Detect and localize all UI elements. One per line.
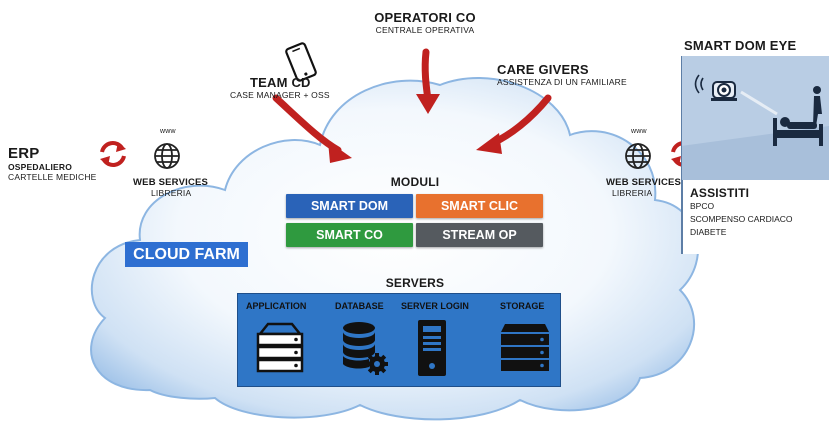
server-login-icon	[418, 320, 446, 376]
erp-title: ERP	[8, 145, 40, 162]
cloud-farm-label: CLOUD FARM	[125, 242, 248, 267]
web-services-right-sub: LIBRERIA	[612, 188, 653, 198]
care-group: CARE GIVERS ASSISTENZA DI UN FAMILIARE	[497, 62, 627, 87]
assistiti-item: SCOMPENSO CARDIACO	[690, 214, 793, 224]
care-subtitle: ASSISTENZA DI UN FAMILIARE	[497, 77, 627, 87]
globe-icon-left	[154, 143, 180, 169]
operatori-title: OPERATORI CO	[374, 10, 476, 25]
sync-icon-left	[100, 141, 126, 167]
operatori-group: OPERATORI CO CENTRALE OPERATIVA	[360, 10, 490, 35]
application-server-icon	[256, 322, 304, 373]
care-title: CARE GIVERS	[497, 62, 589, 77]
person-icon	[813, 86, 822, 126]
server-application-label: APPLICATION	[246, 301, 307, 311]
team-subtitle: CASE MANAGER + OSS	[230, 90, 330, 100]
moduli-title: MODULI	[390, 175, 440, 189]
server-login-label: SERVER LOGIN	[401, 301, 469, 311]
web-services-right: WEB SERVICES LIBRERIA	[606, 177, 681, 198]
assistiti-title: ASSISTITI	[690, 186, 750, 200]
erp-group: ERP OSPEDALIERO CARTELLE MEDICHE	[8, 145, 97, 182]
arrowhead-team	[328, 141, 352, 163]
erp-subtitle-1: OSPEDALIERO	[8, 162, 73, 172]
team-group: TEAM CD CASE MANAGER + OSS	[230, 75, 330, 100]
database-icon	[343, 322, 388, 375]
arrowhead-operatori	[416, 94, 440, 114]
erp-subtitle-2: CARTELLE MEDICHE	[8, 172, 97, 182]
operatori-subtitle: CENTRALE OPERATIVA	[375, 25, 475, 35]
web-services-left-title: WEB SERVICES	[133, 177, 209, 188]
module-smart-co: SMART CO	[286, 223, 413, 247]
eye-scene-image	[680, 56, 829, 180]
assistiti-item: BPCO	[690, 201, 715, 211]
arrowhead-care	[476, 133, 502, 154]
www-label-left: www	[160, 128, 176, 135]
camera-icon	[694, 74, 778, 116]
team-title: TEAM CD	[250, 75, 311, 90]
storage-icon	[501, 324, 549, 371]
servers-panel: APPLICATION DATABASE SERVER LOGIN STORAG…	[237, 293, 561, 387]
assistiti-group: ASSISTITI BPCO SCOMPENSO CARDIACO DIABET…	[690, 186, 793, 239]
server-database-label: DATABASE	[335, 301, 384, 311]
web-services-left: WEB SERVICES LIBRERIA	[133, 177, 208, 198]
module-smart-dom: SMART DOM	[286, 194, 413, 218]
www-label-right: www	[631, 128, 647, 135]
module-smart-clic: SMART CLIC	[416, 194, 543, 218]
eye-title: SMART DOM EYE	[684, 38, 797, 53]
patient-bed-icon	[773, 117, 823, 146]
module-stream-op: STREAM OP	[416, 223, 543, 247]
smartphone-icon	[285, 42, 317, 82]
servers-title: SERVERS	[385, 276, 445, 290]
globe-icon-right	[625, 143, 651, 169]
web-services-left-sub: LIBRERIA	[151, 188, 192, 198]
assistiti-item: DIABETE	[690, 227, 727, 237]
web-services-right-title: WEB SERVICES	[606, 177, 682, 188]
arrow-operatori	[421, 48, 432, 104]
server-storage-label: STORAGE	[500, 301, 545, 311]
